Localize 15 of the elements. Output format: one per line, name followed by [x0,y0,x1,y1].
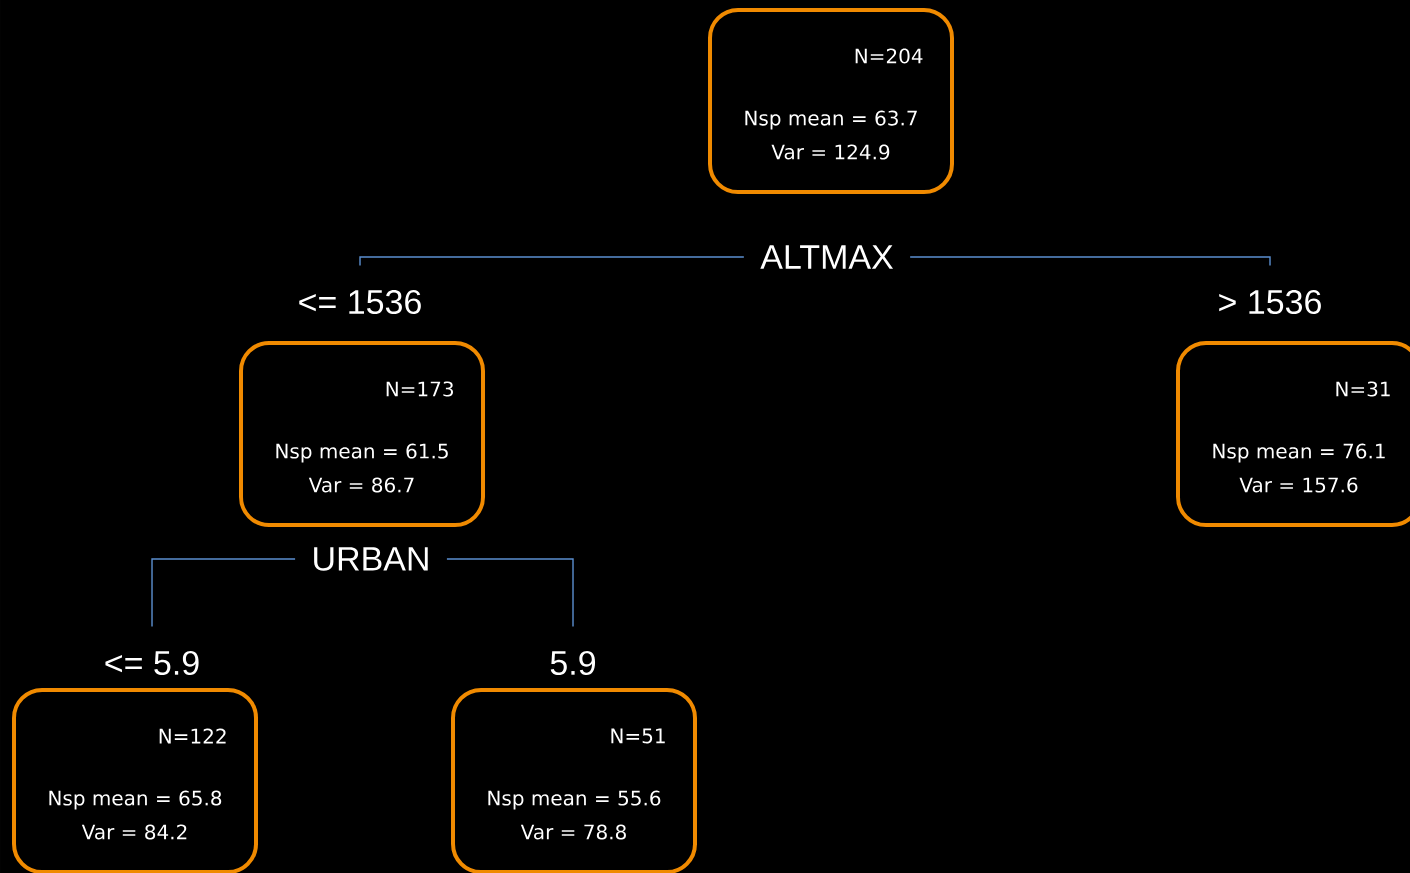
node-box: N=51 Nsp mean = 55.6 Var = 78.8 [451,688,697,873]
split-label: URBAN [314,547,428,571]
split-label: ALTMAX [760,245,894,269]
connector-line [151,558,296,628]
branch-label: <= 5.9 [105,650,199,676]
connector-line [359,256,745,267]
node-box: N=204 Nsp mean = 63.7 Var = 124.9 [708,8,954,194]
branch-label: > 1536 [1219,289,1321,315]
connector-line [446,558,574,628]
node-box: N=122 Nsp mean = 65.8 Var = 84.2 [12,688,258,873]
node-box: N=173 Nsp mean = 61.5 Var = 86.7 [239,341,485,527]
connector-line [909,256,1271,267]
branch-label: <= 1536 [299,289,421,315]
branch-label: 5.9 [550,650,596,676]
node-box: N=31 Nsp mean = 76.1 Var = 157.6 [1176,341,1410,527]
